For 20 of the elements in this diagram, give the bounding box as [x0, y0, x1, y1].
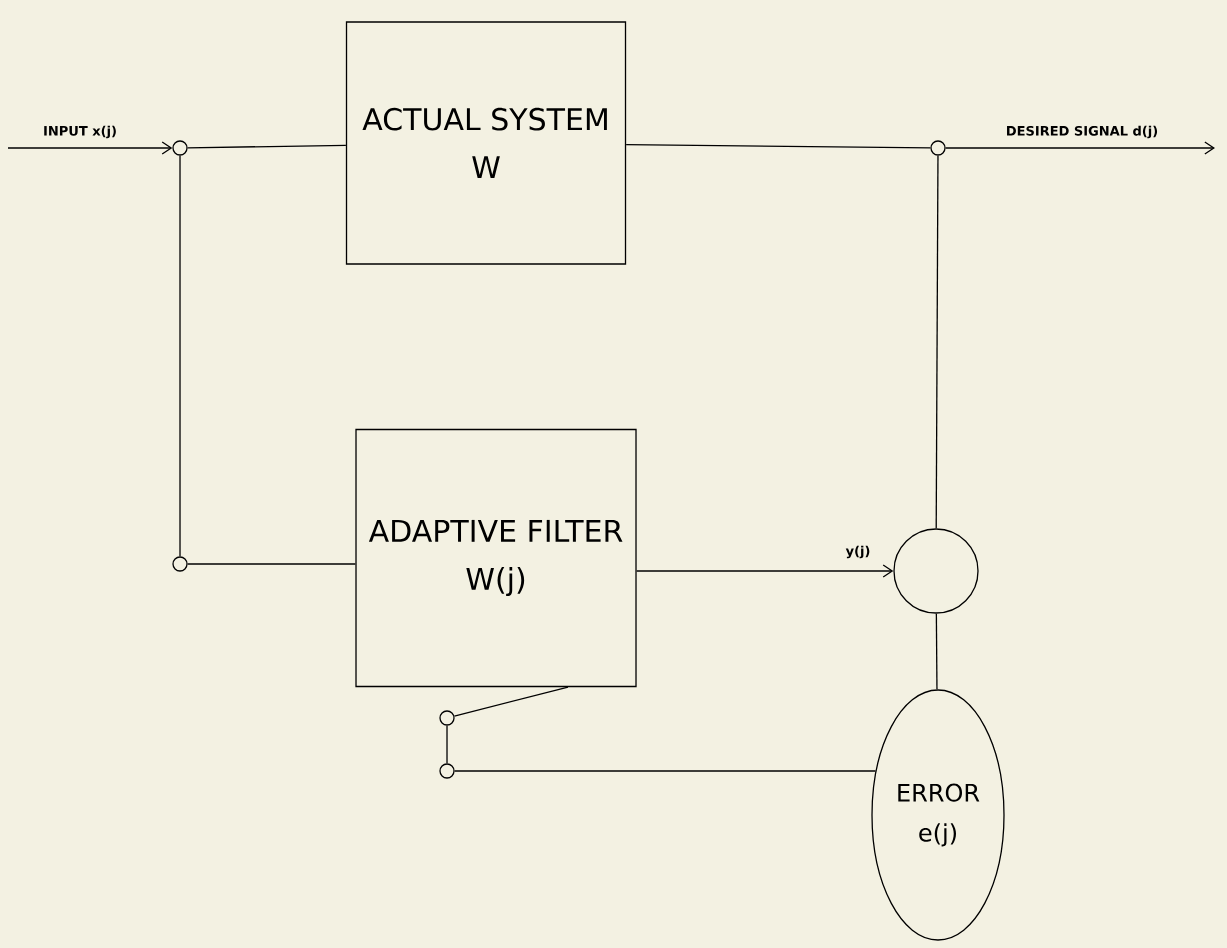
arrow	[636, 564, 894, 578]
connector-line	[179, 155, 181, 557]
junction-circle	[439, 763, 455, 779]
block-box: ADAPTIVE FILTER W(j)	[355, 428, 637, 688]
connector-line	[446, 725, 448, 764]
junction-circle	[172, 556, 188, 572]
connector-line	[935, 613, 938, 690]
connector-line	[453, 686, 569, 717]
connector-line	[935, 155, 939, 529]
block-box: ACTUAL SYSTEM W	[345, 21, 627, 265]
summing-circle	[893, 528, 979, 614]
connector-line	[454, 770, 877, 772]
connector-line	[187, 563, 356, 565]
connector-line	[625, 143, 931, 149]
arrow	[7, 141, 173, 155]
junction-circle	[930, 140, 946, 156]
junction-circle	[172, 140, 188, 156]
arrow	[945, 141, 1215, 155]
connector-line	[187, 144, 347, 149]
junction-circle	[439, 710, 455, 726]
